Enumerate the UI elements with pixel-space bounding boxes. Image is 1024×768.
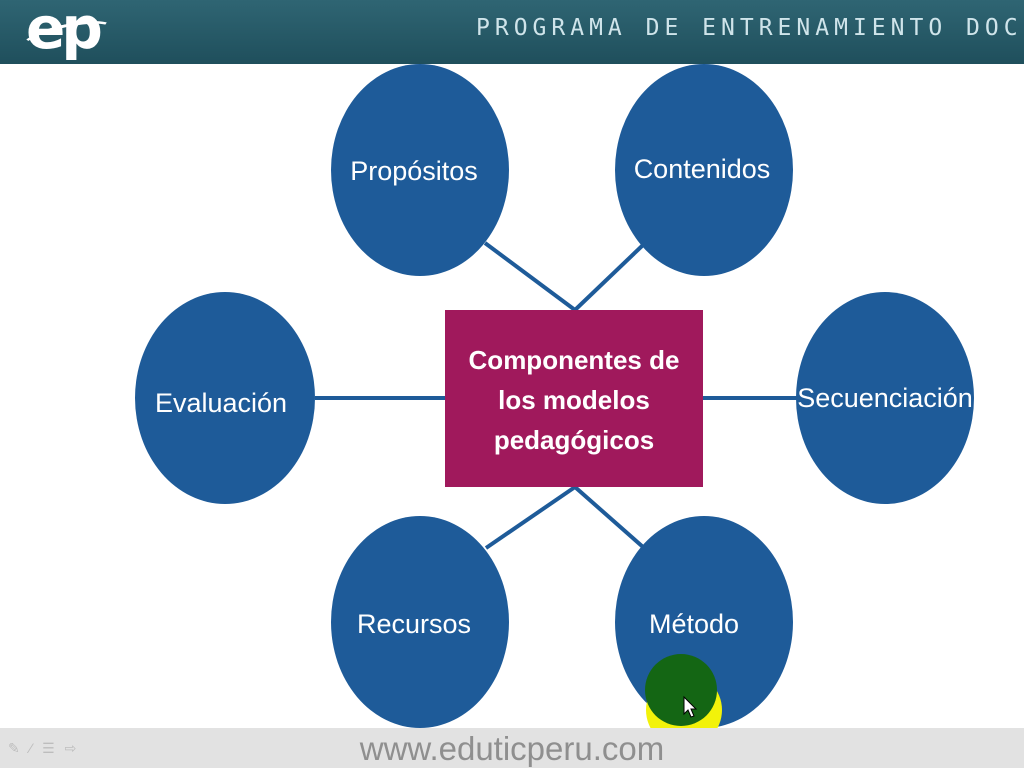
- pointer-highlight-green: [645, 654, 717, 726]
- footer-bar: ✎⁄☰⇨ www.eduticperu.com: [0, 728, 1024, 768]
- connector-contenidos: [573, 243, 645, 312]
- logo-text: ep: [26, 0, 103, 62]
- node-recursos: Recursos: [331, 516, 509, 728]
- center-line-3: pedagógicos: [494, 425, 654, 455]
- node-evaluacion: Evaluación: [135, 292, 315, 504]
- node-label-contenidos: Contenidos: [634, 154, 771, 184]
- connector-recursos: [484, 485, 577, 550]
- node-propositos: Propósitos: [331, 64, 509, 276]
- program-title: PROGRAMA DE ENTRENAMIENTO DOCE: [476, 15, 1024, 41]
- footer-url: www.eduticperu.com: [359, 730, 665, 767]
- node-label-metodo: Método: [649, 609, 739, 639]
- center-line-1: Componentes de: [469, 345, 680, 375]
- connector-metodo: [573, 485, 645, 549]
- marker-icon[interactable]: ⁄: [29, 740, 43, 756]
- node-label-secuenciacion: Secuenciación: [797, 383, 973, 413]
- center-box: Componentes de los modelos pedagógicos: [445, 310, 703, 487]
- connector-propositos: [483, 241, 577, 312]
- node-label-propositos: Propósitos: [350, 156, 478, 186]
- node-label-recursos: Recursos: [357, 609, 471, 639]
- pen-icon[interactable]: ✎: [8, 740, 30, 756]
- components-diagram: Propósitos Contenidos Evaluación Secuenc…: [135, 64, 974, 728]
- menu-icon[interactable]: ☰: [42, 740, 65, 756]
- node-contenidos: Contenidos: [615, 64, 793, 276]
- mouse-cursor-icon: [683, 695, 698, 718]
- ep-logo: ep: [18, 0, 118, 62]
- node-secuenciacion: Secuenciación: [796, 292, 974, 504]
- pointer-icon[interactable]: ⇨: [64, 740, 87, 756]
- presentation-tools: ✎⁄☰⇨: [8, 740, 86, 757]
- node-label-evaluacion: Evaluación: [155, 388, 287, 418]
- header-bar: ep PROGRAMA DE ENTRENAMIENTO DOCE: [0, 0, 1024, 64]
- center-line-2: los modelos: [498, 385, 650, 415]
